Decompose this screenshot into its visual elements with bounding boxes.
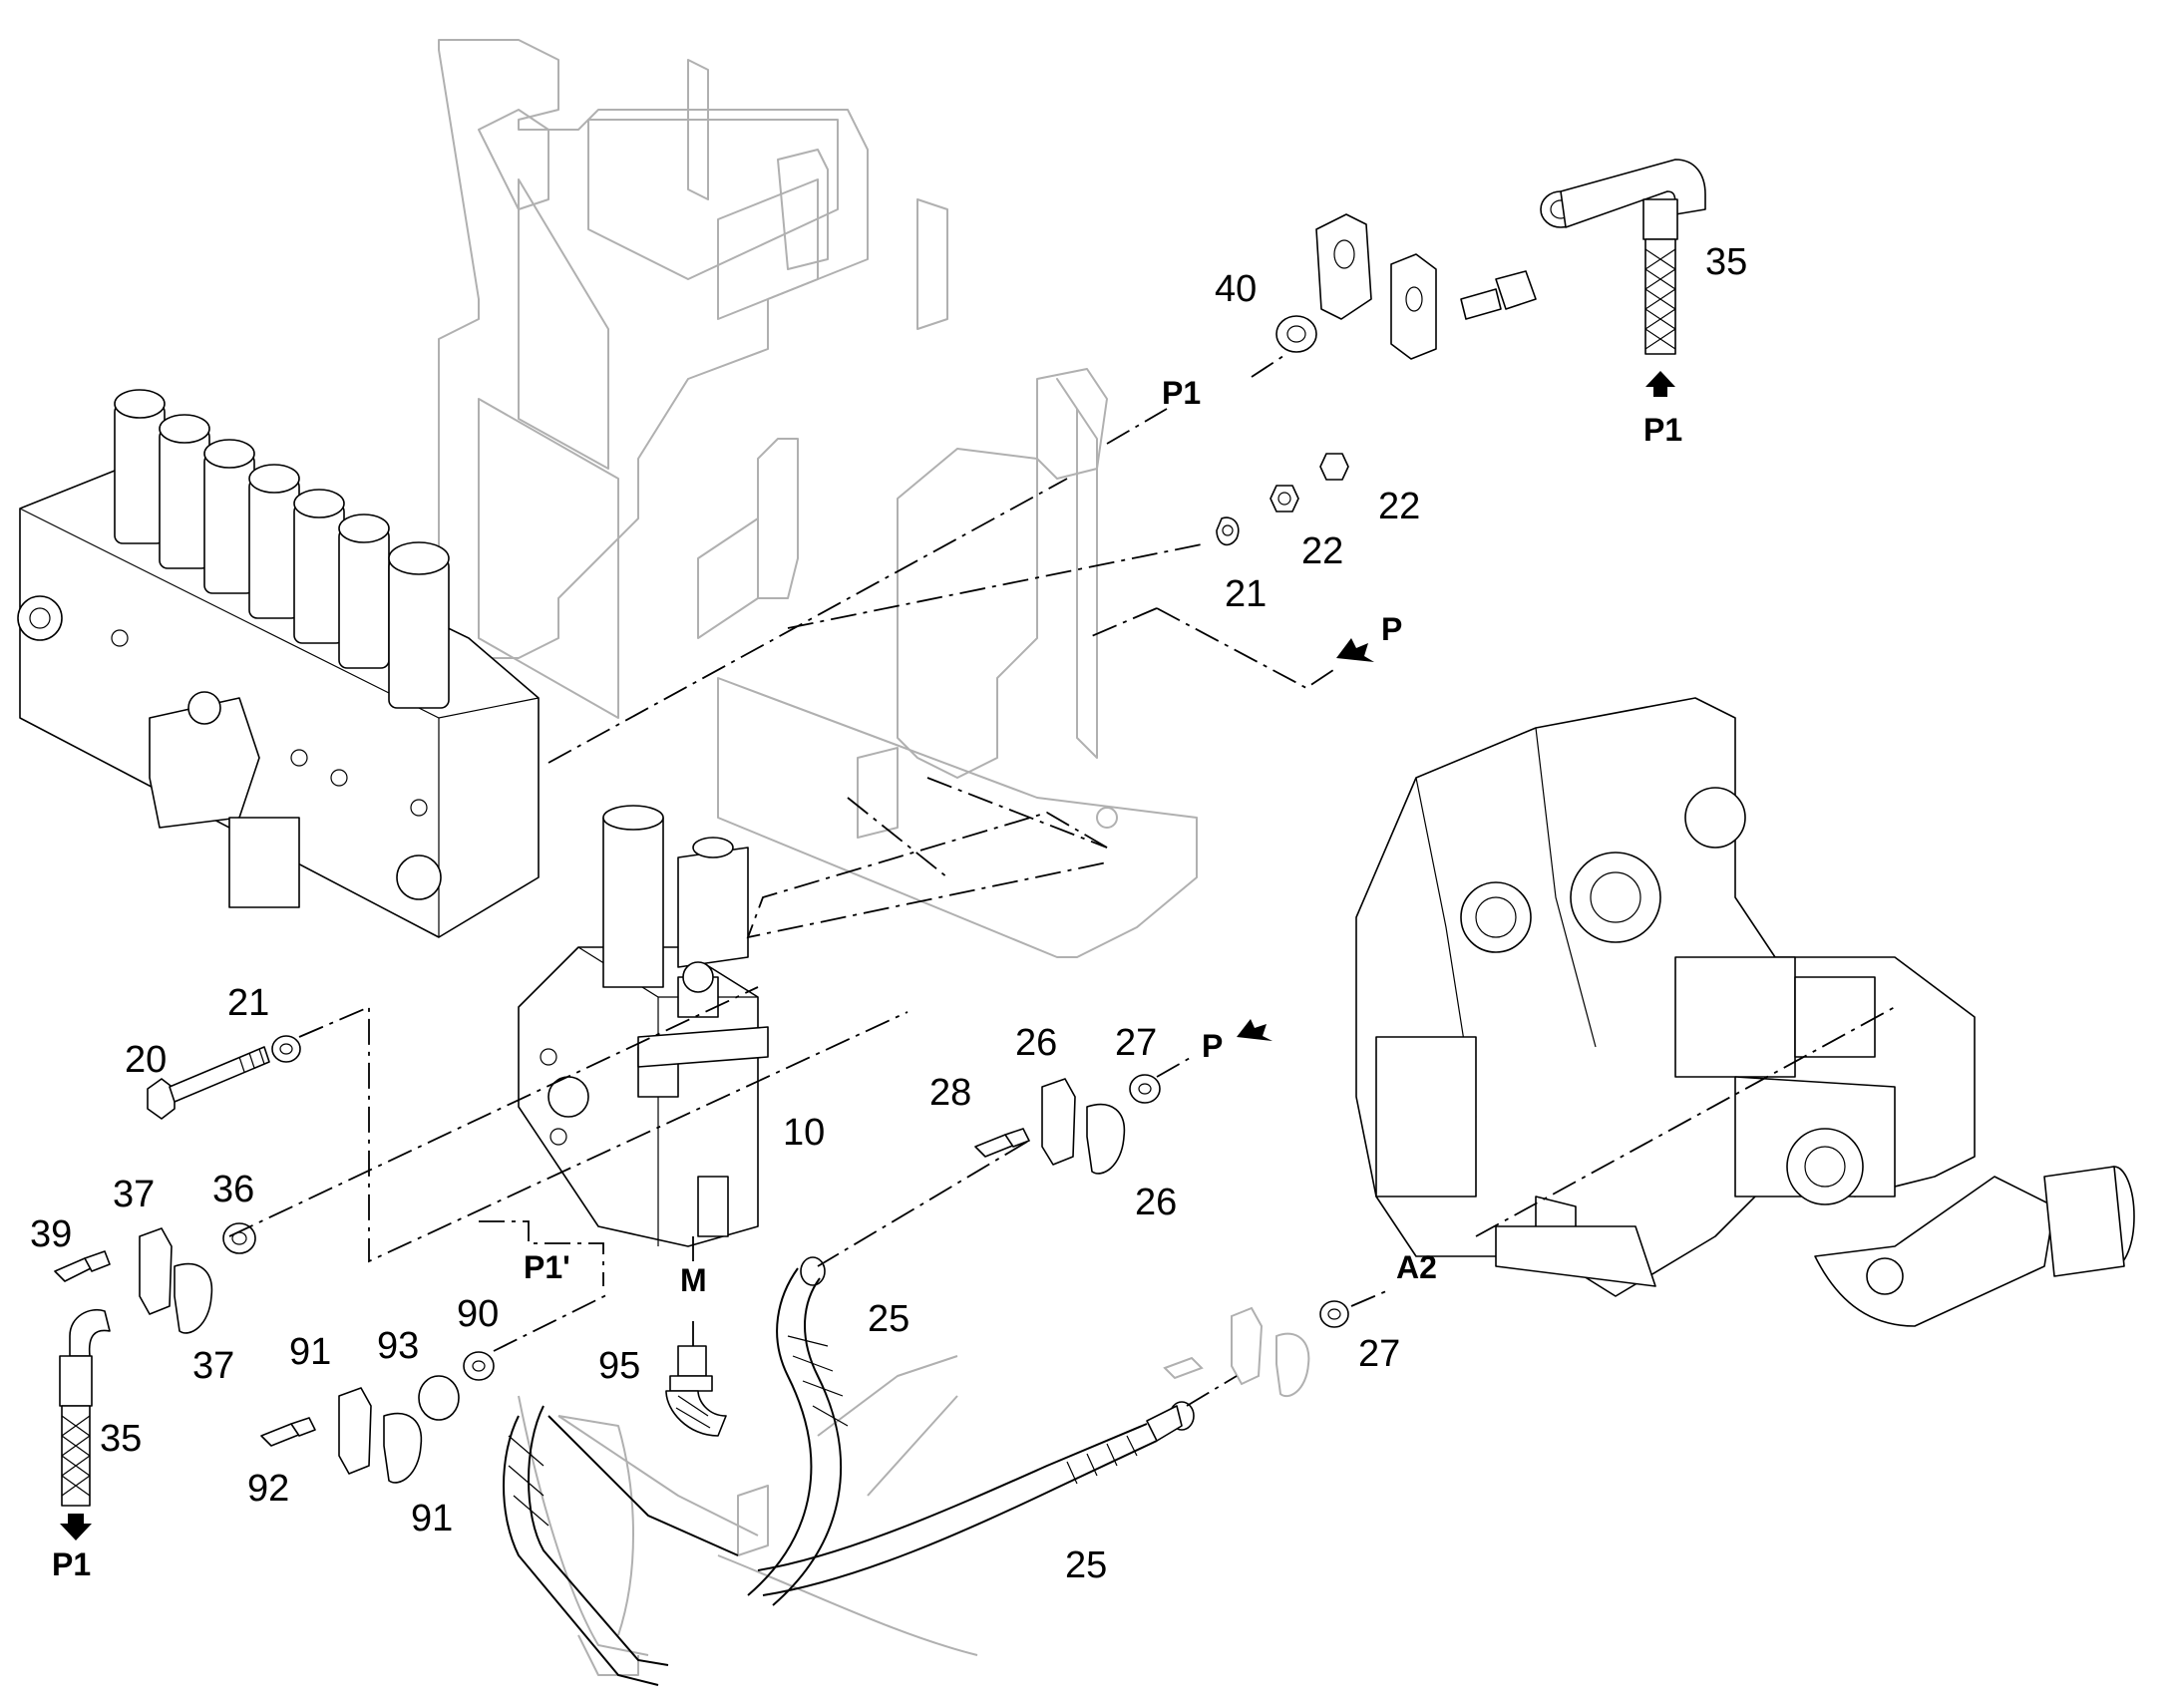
part-number-labels: 40 35 22 22 21 21 20 10 26 27 28 26 37 3… bbox=[30, 241, 1747, 1586]
flange-set-left bbox=[54, 1222, 256, 1334]
bolt-20 bbox=[147, 1035, 301, 1120]
label-part-35-lower: 35 bbox=[100, 1418, 142, 1460]
hose-loop bbox=[503, 1405, 739, 1686]
nuts-washer-upper bbox=[1216, 453, 1349, 546]
pressure-sensor-95 bbox=[665, 1345, 727, 1437]
label-part-37-lower: 37 bbox=[192, 1345, 234, 1387]
port-label-p1-line: P1 bbox=[1162, 375, 1201, 411]
label-part-35-upper: 35 bbox=[1705, 241, 1747, 283]
port-p-mid-arrow bbox=[1237, 1019, 1272, 1041]
port-label-p1-bottom: P1 bbox=[52, 1546, 91, 1582]
solenoid-stack bbox=[114, 389, 450, 709]
label-part-27-upper: 27 bbox=[1115, 1022, 1157, 1064]
hose-35-upper bbox=[1540, 159, 1706, 397]
engine-pump-assembly bbox=[1355, 697, 2135, 1327]
label-part-25-upper: 25 bbox=[868, 1298, 909, 1340]
label-part-10: 10 bbox=[783, 1112, 825, 1154]
label-part-28: 28 bbox=[929, 1072, 971, 1114]
label-part-37-upper: 37 bbox=[113, 1174, 155, 1215]
hose-25-upper bbox=[747, 1256, 849, 1606]
flange-set-bottom bbox=[260, 1351, 495, 1484]
label-part-25-lower: 25 bbox=[1065, 1544, 1107, 1586]
label-part-91-upper: 91 bbox=[289, 1331, 331, 1373]
label-part-90: 90 bbox=[457, 1293, 499, 1335]
label-part-26-lower: 26 bbox=[1135, 1182, 1177, 1223]
label-part-22-a: 22 bbox=[1378, 486, 1420, 527]
port-label-p-upper: P bbox=[1381, 611, 1402, 647]
port-label-p-mid: P bbox=[1202, 1028, 1223, 1064]
flange-set-middle bbox=[974, 1074, 1161, 1175]
port-label-p1-arrow: P1 bbox=[1643, 412, 1682, 448]
label-part-21-left: 21 bbox=[227, 982, 269, 1024]
label-part-39: 39 bbox=[30, 1213, 72, 1255]
valve-assembly bbox=[518, 805, 769, 1247]
flange-set-a2 bbox=[1163, 1300, 1349, 1398]
label-part-95: 95 bbox=[598, 1345, 640, 1387]
port-label-a2: A2 bbox=[1396, 1249, 1437, 1285]
port-label-p1-prime: P1' bbox=[524, 1249, 570, 1285]
label-part-20: 20 bbox=[125, 1039, 167, 1081]
control-valve-bank bbox=[17, 389, 540, 938]
label-part-36: 36 bbox=[212, 1169, 254, 1210]
label-part-92: 92 bbox=[247, 1468, 289, 1510]
hose-35-lower bbox=[59, 1309, 111, 1540]
hose-25-lower bbox=[757, 1401, 1195, 1596]
leader-lines bbox=[228, 353, 1896, 1407]
flange-set-upper bbox=[1275, 213, 1537, 360]
label-part-93: 93 bbox=[377, 1325, 419, 1367]
label-part-21-upper: 21 bbox=[1225, 573, 1267, 615]
label-part-27-lower: 27 bbox=[1358, 1333, 1400, 1375]
port-labels: P1 P1 P P P1' M A2 P1 bbox=[52, 375, 1682, 1582]
label-part-40: 40 bbox=[1215, 268, 1257, 310]
label-part-26-upper: 26 bbox=[1015, 1022, 1057, 1064]
label-part-22-b: 22 bbox=[1301, 530, 1343, 572]
port-arrows bbox=[1237, 638, 1374, 1041]
hose-bundle-ghost bbox=[518, 1355, 978, 1676]
port-label-m: M bbox=[680, 1262, 707, 1298]
label-part-91-lower: 91 bbox=[411, 1498, 453, 1539]
port-p-upper-arrow bbox=[1336, 638, 1374, 662]
frame-bracket-ghost bbox=[438, 39, 1198, 958]
